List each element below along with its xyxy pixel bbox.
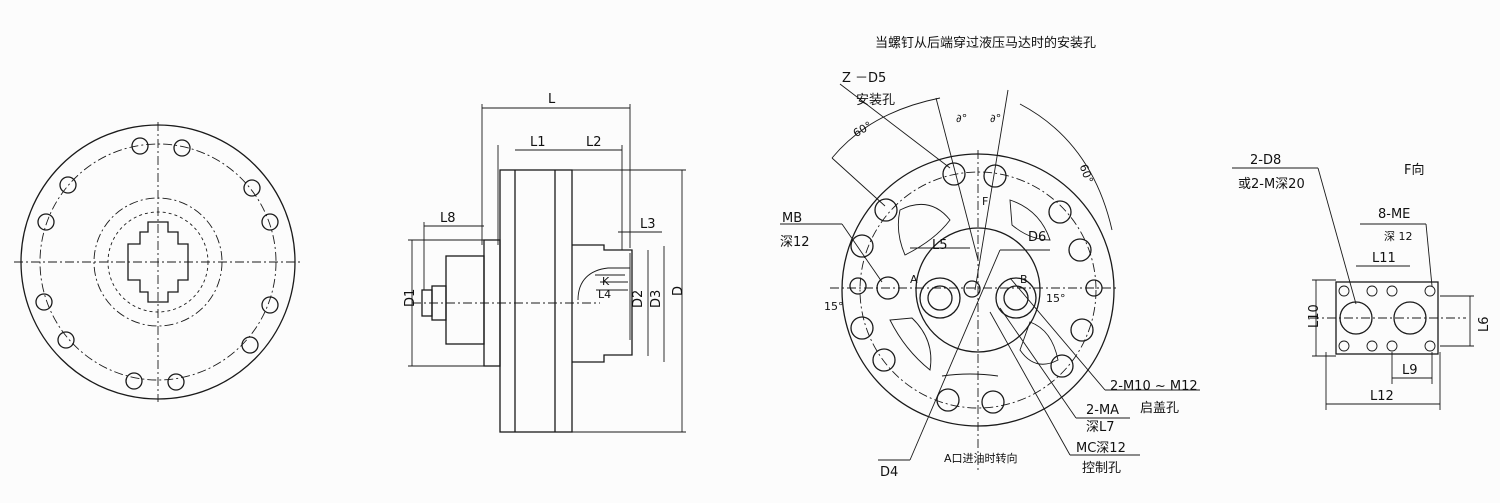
label-depth-12b: 深 12 (1384, 230, 1413, 243)
label-angle-60-right: 60° (1077, 162, 1096, 185)
dim-L10: L10 (1307, 304, 1322, 328)
dim-L4: L4 (598, 288, 611, 301)
label-2-d8: 2-D8 (1250, 153, 1281, 168)
label-mount-hole: 安装孔 (856, 93, 895, 108)
label-mc-depth: MC深12 (1076, 441, 1126, 456)
dim-L3: L3 (640, 217, 656, 232)
dim-L9: L9 (1402, 363, 1418, 378)
label-f: F (982, 195, 988, 208)
dim-L2: L2 (586, 135, 602, 150)
dim-K: K (602, 275, 610, 288)
dim-L12: L12 (1370, 389, 1394, 404)
dim-D2: D2 (631, 290, 646, 308)
dim-D4: D4 (880, 465, 898, 480)
label-angle-15-left: 15° (824, 300, 844, 313)
label-m10-m12: 2-M10 ~ M12 (1110, 379, 1198, 394)
dim-D: D (671, 286, 686, 296)
top-note: 当螺钉从后端穿过液压马达时的安装孔 (875, 35, 1096, 51)
f-view (1232, 167, 1474, 410)
label-angle-60-left: 60° (851, 119, 874, 140)
dim-L: L (548, 92, 556, 107)
front-bolt-holes (35, 137, 279, 391)
label-theta-2: ∂° (990, 112, 1001, 125)
rear-view (780, 83, 1200, 470)
dim-L11: L11 (1372, 251, 1396, 266)
label-cover-hole: 启盖孔 (1140, 401, 1179, 416)
label-rotation: A口进油时转向 (944, 451, 1018, 465)
label-depth-l7: 深L7 (1086, 420, 1115, 435)
port-a: A (910, 273, 918, 286)
dim-D3: D3 (649, 290, 664, 308)
label-control-hole: 控制孔 (1082, 461, 1121, 476)
dim-L8: L8 (440, 211, 456, 226)
label-angle-15-right: 15° (1046, 292, 1066, 305)
dim-D1: D1 (403, 289, 418, 307)
dim-D6: D6 (1028, 230, 1046, 245)
dim-L1: L1 (530, 135, 546, 150)
label-mb: MB (782, 211, 802, 226)
label-z-d5: Z －D5 (842, 71, 886, 86)
label-8-me: 8-ME (1378, 207, 1410, 222)
label-theta-1: ∂° (956, 112, 967, 125)
port-b: B (1020, 273, 1028, 286)
label-depth-12: 深12 (780, 235, 810, 250)
label-f-view: F向 (1404, 162, 1424, 178)
front-view (14, 122, 302, 402)
side-view (408, 104, 686, 433)
rear-bolt-holes (849, 162, 1103, 414)
dim-L6: L6 (1477, 316, 1492, 332)
label-2-ma: 2-MA (1086, 403, 1119, 418)
label-m-depth-20: 或2-M深20 (1238, 177, 1305, 192)
dim-L5: L5 (932, 238, 948, 253)
